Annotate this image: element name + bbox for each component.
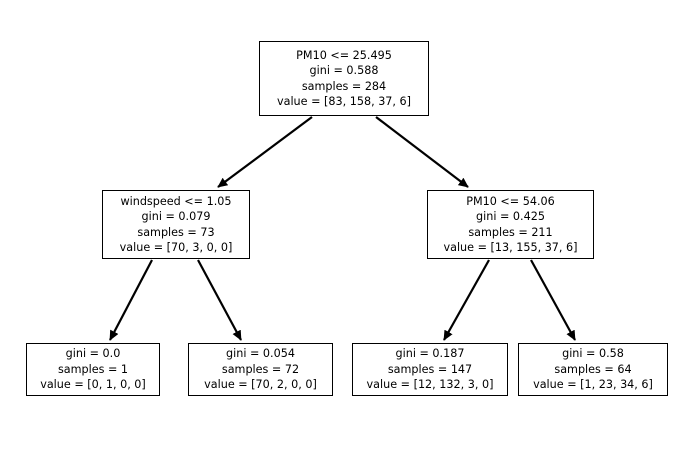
tree-node-text-line: samples = 73 [137,225,215,239]
tree-node-text-line: samples = 72 [221,362,300,376]
tree-edge-root-to-left [217,116,313,188]
tree-node-text-line: samples = 147 [387,362,473,376]
tree-node-text-line: value = [70, 2, 0, 0] [204,378,317,392]
tree-edge-left-to-leaf1 [109,259,153,341]
tree-node-text-line: gini = 0.187 [395,347,465,361]
tree-edge-right-to-leaf3 [443,259,490,341]
tree-node-text-line: samples = 1 [57,362,129,376]
tree-edge-root-to-right [375,116,469,188]
tree-node-text-line: gini = 0.054 [226,347,295,361]
tree-node-right: PM10 <= 54.06 gini = 0.425 samples = 211 va… [427,190,594,259]
tree-node-text-line: PM10 <= 54.06 [466,194,555,208]
tree-node-text-line: samples = 64 [554,362,632,376]
tree-node-text-line: gini = 0.588 [309,64,379,77]
tree-node-text-line: value = [83, 158, 37, 6] [276,95,412,108]
tree-node-text-line: samples = 284 [301,79,387,93]
tree-node-text-line: value = [13, 155, 37, 6] [443,241,578,254]
tree-node-text-line: samples = 211 [468,225,553,239]
tree-node-text-line: gini = 0.0 [65,347,121,361]
tree-node-text-line: value = [1, 23, 34, 6] [533,378,653,392]
tree-node-left: windspeed <= 1.05 gini = 0.079 samples = 7… [102,190,250,259]
tree-node-text-line: value = [70, 3, 0, 0] [119,241,233,254]
tree-node-text-line: gini = 0.425 [476,210,545,223]
tree-node-text-line: gini = 0.079 [141,210,211,223]
tree-edge-right-to-leaf4 [530,259,576,341]
tree-node-text-line: value = [12, 132, 3, 0] [366,378,494,392]
tree-node-root: PM10 <= 25.495 gini = 0.588 samples = 284 v… [259,41,429,116]
tree-node-text-line: PM10 <= 25.495 [296,48,392,62]
tree-node-text-line: windspeed <= 1.05 [120,194,232,208]
tree-node-text-line: gini = 0.58 [562,347,624,361]
tree-node-text-line: value = [0, 1, 0, 0] [40,378,146,392]
tree-edge-left-to-leaf2 [197,259,242,341]
